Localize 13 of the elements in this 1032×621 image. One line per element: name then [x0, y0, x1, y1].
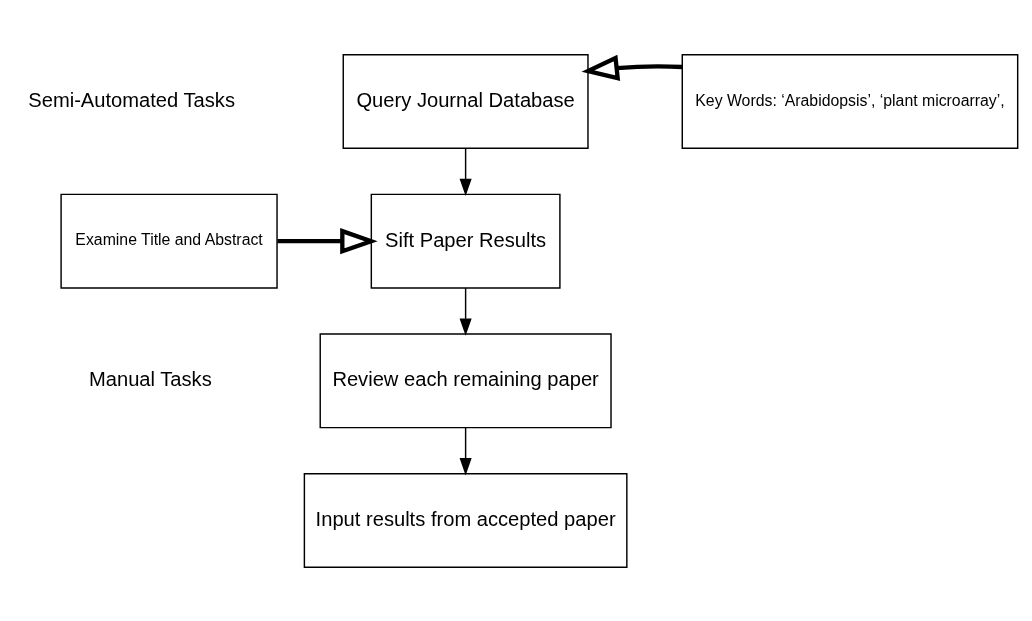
arrow [459, 147, 472, 196]
label: Semi-Automated Tasks [28, 88, 235, 111]
node-box: Examine Title and Abstract [60, 193, 278, 289]
arrow [459, 286, 472, 336]
node-box: Key Words: ‘Arabidopsis’, ‘plant microarray’, [681, 53, 1019, 149]
arrow [277, 227, 378, 254]
arrow [459, 426, 472, 475]
arrow [581, 54, 683, 81]
node-box: Review each remaining paper [319, 332, 612, 428]
node-box: Query Journal Database [342, 53, 589, 149]
label: Manual Tasks [88, 367, 212, 390]
node-box: Sift Paper Results [370, 193, 561, 289]
node-box: Input results from accepted paper [303, 472, 628, 568]
